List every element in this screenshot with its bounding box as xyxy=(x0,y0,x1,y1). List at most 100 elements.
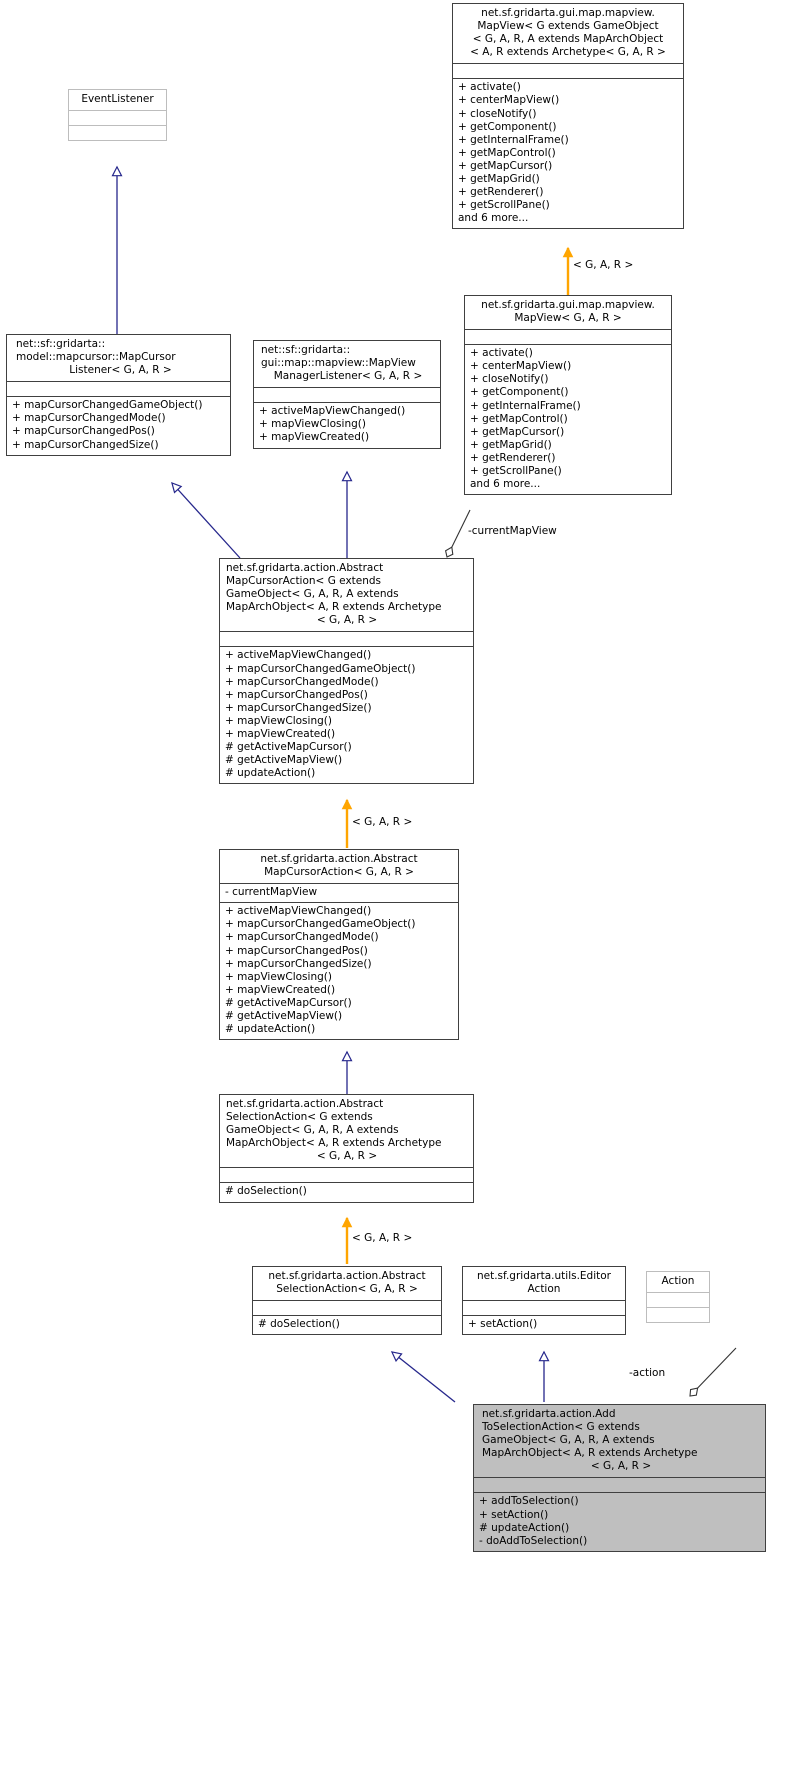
operation-row: + centerMapView() xyxy=(470,360,572,373)
operation-row: + getScrollPane() xyxy=(470,465,562,478)
class-node-abstractmapcursoraction-short[interactable]: net.sf.gridarta.action.Abstract MapCurso… xyxy=(219,849,459,1041)
operation-row: # updateAction() xyxy=(225,767,316,780)
class-operations-abstractmapcursoraction-short: + activeMapViewChanged() + mapCursorChan… xyxy=(220,902,458,1039)
class-operations-action xyxy=(647,1307,709,1322)
operation-row: + getRenderer() xyxy=(458,186,544,199)
class-node-action[interactable]: Action xyxy=(646,1271,710,1324)
class-node-addtoselectionaction[interactable]: net.sf.gridarta.action.Add ToSelectionAc… xyxy=(473,1404,766,1552)
operation-row: + getInternalFrame() xyxy=(470,399,581,412)
operation-row: + mapCursorChangedGameObject() xyxy=(225,662,416,675)
operation-row: + setAction() xyxy=(468,1318,538,1331)
edge-mapcursorlistener-to-abstractmapcursoraction xyxy=(171,481,241,559)
operation-row: + mapViewCreated() xyxy=(259,431,370,444)
class-title-mapview-full: net.sf.gridarta.gui.map.mapview. MapView… xyxy=(470,7,666,59)
class-operations-eventlistener xyxy=(69,125,166,140)
class-node-abstractselectionaction-full[interactable]: net.sf.gridarta.action.Abstract Selectio… xyxy=(219,1094,474,1203)
edge-action-aggregation xyxy=(689,1347,737,1397)
operation-row: + mapCursorChangedPos() xyxy=(12,425,155,438)
class-title-editoraction: net.sf.gridarta.utils.Editor Action xyxy=(476,1270,611,1296)
class-attributes-abstractselectionaction-full xyxy=(220,1167,473,1182)
edge-label-template-mapview: < G, A, R > xyxy=(573,259,634,271)
class-title-abstractselectionaction-full: net.sf.gridarta.action.Abstract Selectio… xyxy=(226,1098,442,1163)
edge-label-template-mapcursoraction: < G, A, R > xyxy=(352,816,413,828)
class-operations-abstractselectionaction-short: # doSelection() xyxy=(253,1315,441,1334)
operation-row: + mapCursorChangedSize() xyxy=(225,701,372,714)
class-attributes-action xyxy=(647,1292,709,1307)
operation-row: and 6 more... xyxy=(470,478,541,491)
class-node-abstractselectionaction-short[interactable]: net.sf.gridarta.action.Abstract Selectio… xyxy=(252,1266,442,1336)
class-node-mapview-full[interactable]: net.sf.gridarta.gui.map.mapview. MapView… xyxy=(452,3,684,230)
class-title-action: Action xyxy=(661,1275,695,1287)
class-node-abstractmapcursoraction-full[interactable]: net.sf.gridarta.action.Abstract MapCurso… xyxy=(219,558,474,785)
class-node-mapcursorlistener[interactable]: net::sf::gridarta:: model::mapcursor::Ma… xyxy=(6,334,231,456)
edge-currentmapview-aggregation xyxy=(444,509,471,558)
operation-row: # getActiveMapView() xyxy=(225,1010,343,1023)
attribute-row: - currentMapView xyxy=(225,886,318,899)
class-operations-mapviewmanagerlistener: + activeMapViewChanged() + mapViewClosin… xyxy=(254,402,440,447)
class-node-mapviewmanagerlistener[interactable]: net::sf::gridarta:: gui::map::mapview::M… xyxy=(253,340,441,449)
class-attributes-mapviewmanagerlistener xyxy=(254,387,440,402)
class-attributes-abstractselectionaction-short xyxy=(253,1300,441,1315)
edge-abstractselectionaction-to-addtoselectionaction xyxy=(390,1351,456,1403)
class-operations-abstractmapcursoraction-full: + activeMapViewChanged() + mapCursorChan… xyxy=(220,646,473,783)
operation-row: + addToSelection() xyxy=(479,1495,579,1508)
class-attributes-mapview-full xyxy=(453,63,683,78)
operation-row: + activeMapViewChanged() xyxy=(225,649,372,662)
class-attributes-editoraction xyxy=(463,1300,625,1315)
operation-row: and 6 more... xyxy=(458,212,529,225)
class-operations-abstractselectionaction-full: # doSelection() xyxy=(220,1182,473,1201)
class-node-editoraction[interactable]: net.sf.gridarta.utils.Editor Action + se… xyxy=(462,1266,626,1336)
class-attributes-abstractmapcursoraction-short: - currentMapView xyxy=(220,883,458,902)
class-title-addtoselectionaction: net.sf.gridarta.action.Add ToSelectionAc… xyxy=(474,1405,765,1478)
operation-row: + getMapControl() xyxy=(470,412,568,425)
operation-row: # getActiveMapView() xyxy=(225,754,343,767)
operation-row: # updateAction() xyxy=(479,1521,570,1534)
class-operations-editoraction: + setAction() xyxy=(463,1315,625,1334)
operation-row: + getMapControl() xyxy=(458,146,556,159)
operation-row: + mapCursorChangedPos() xyxy=(225,944,368,957)
class-operations-mapview-full: + activate() + centerMapView() + closeNo… xyxy=(453,78,683,228)
class-attributes-mapview-short xyxy=(465,329,671,344)
operation-row: + getScrollPane() xyxy=(458,199,550,212)
operation-row: + mapCursorChangedGameObject() xyxy=(12,399,203,412)
operation-row: + getComponent() xyxy=(458,120,557,133)
operation-row: + activate() xyxy=(470,347,533,360)
edge-label-currentmapview: -currentMapView xyxy=(468,525,557,537)
class-node-mapview-short[interactable]: net.sf.gridarta.gui.map.mapview. MapView… xyxy=(464,295,672,496)
operation-row: + mapViewCreated() xyxy=(225,983,336,996)
class-node-eventlistener[interactable]: EventListener xyxy=(68,89,167,142)
operation-row: + getComponent() xyxy=(470,386,569,399)
operation-row: # updateAction() xyxy=(225,1023,316,1036)
class-title-mapview-short: net.sf.gridarta.gui.map.mapview. MapView… xyxy=(481,299,655,325)
operation-row: + getMapCursor() xyxy=(458,159,553,172)
operation-row: + mapViewClosing() xyxy=(259,418,366,431)
operation-row: + mapCursorChangedSize() xyxy=(225,957,372,970)
operation-row: # getActiveMapCursor() xyxy=(225,996,352,1009)
operation-row: + getInternalFrame() xyxy=(458,133,569,146)
operation-row: + mapCursorChangedMode() xyxy=(12,412,166,425)
operation-row: # doSelection() xyxy=(258,1318,340,1331)
class-title-eventlistener: EventListener xyxy=(81,93,154,105)
class-title-mapcursorlistener: net::sf::gridarta:: model::mapcursor::Ma… xyxy=(16,338,176,377)
class-operations-mapcursorlistener: + mapCursorChangedGameObject() + mapCurs… xyxy=(7,396,230,454)
operation-row: + mapViewCreated() xyxy=(225,728,336,741)
operation-row: + getMapCursor() xyxy=(470,425,565,438)
class-attributes-eventlistener xyxy=(69,110,166,125)
edge-label-action-role: -action xyxy=(629,1367,666,1379)
class-attributes-mapcursorlistener xyxy=(7,381,230,396)
class-title-abstractselectionaction-short: net.sf.gridarta.action.Abstract Selectio… xyxy=(268,1270,426,1296)
operation-row: + getMapGrid() xyxy=(470,438,552,451)
operation-row: # getActiveMapCursor() xyxy=(225,741,352,754)
operation-row: + getRenderer() xyxy=(470,451,556,464)
operation-row: + mapCursorChangedSize() xyxy=(12,438,159,451)
operation-row: + mapViewClosing() xyxy=(225,714,332,727)
operation-row: + activate() xyxy=(458,81,521,94)
operation-row: + activeMapViewChanged() xyxy=(225,905,372,918)
operation-row: + closeNotify() xyxy=(458,107,537,120)
class-title-mapviewmanagerlistener: net::sf::gridarta:: gui::map::mapview::M… xyxy=(261,344,423,383)
operation-row: + activeMapViewChanged() xyxy=(259,405,406,418)
operation-row: + closeNotify() xyxy=(470,373,549,386)
operation-row: + mapCursorChangedMode() xyxy=(225,931,379,944)
operation-row: + mapViewClosing() xyxy=(225,970,332,983)
